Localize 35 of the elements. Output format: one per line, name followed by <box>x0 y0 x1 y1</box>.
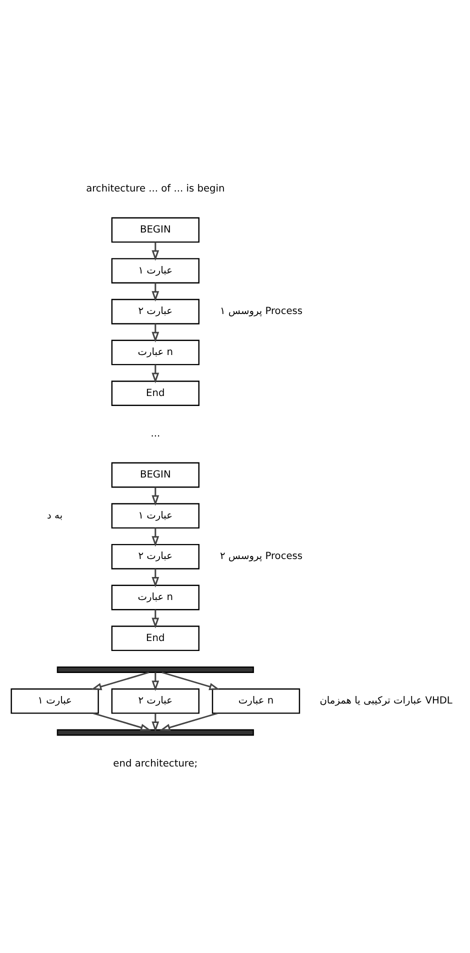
arrow <box>152 364 160 384</box>
arrow <box>152 713 160 732</box>
arrow <box>152 528 160 547</box>
arrow <box>160 712 218 732</box>
label: عبارات ترکیبی یا همزمان VHDL <box>320 696 452 707</box>
arrow <box>152 324 160 343</box>
node-bar <box>56 666 254 673</box>
arrow <box>152 487 160 506</box>
node-box: عبارت ۱ <box>10 688 99 714</box>
label: end architecture; <box>113 758 198 770</box>
label: به د <box>47 510 63 522</box>
arrow <box>152 282 160 302</box>
node-box: عبارت n <box>212 688 300 714</box>
label: پروسس ۱ Process <box>220 306 303 318</box>
node-box: End <box>111 626 200 652</box>
node-bar <box>56 729 254 736</box>
node-box: BEGIN <box>111 462 200 488</box>
node-box: عبارت n <box>111 584 200 610</box>
node-box: عبارت ۲ <box>111 688 200 714</box>
arrow <box>152 568 160 588</box>
label: architecture ... of ... is begin <box>86 184 225 195</box>
node-box: End <box>111 380 200 406</box>
node-box: عبارت ۱ <box>111 503 200 529</box>
arrow <box>152 242 160 261</box>
label: پروسس ۲ Process <box>220 551 303 562</box>
node-box: BEGIN <box>111 217 200 243</box>
arrow <box>92 712 152 732</box>
node-box: عبارت n <box>111 340 200 366</box>
node-box: عبارت ۱ <box>111 258 200 284</box>
arrow <box>162 672 220 690</box>
arrow <box>90 672 150 690</box>
label: ... <box>150 428 160 440</box>
node-box: عبارت ۲ <box>111 544 200 570</box>
arrow <box>152 610 160 628</box>
node-box: عبارت ۲ <box>111 298 200 324</box>
